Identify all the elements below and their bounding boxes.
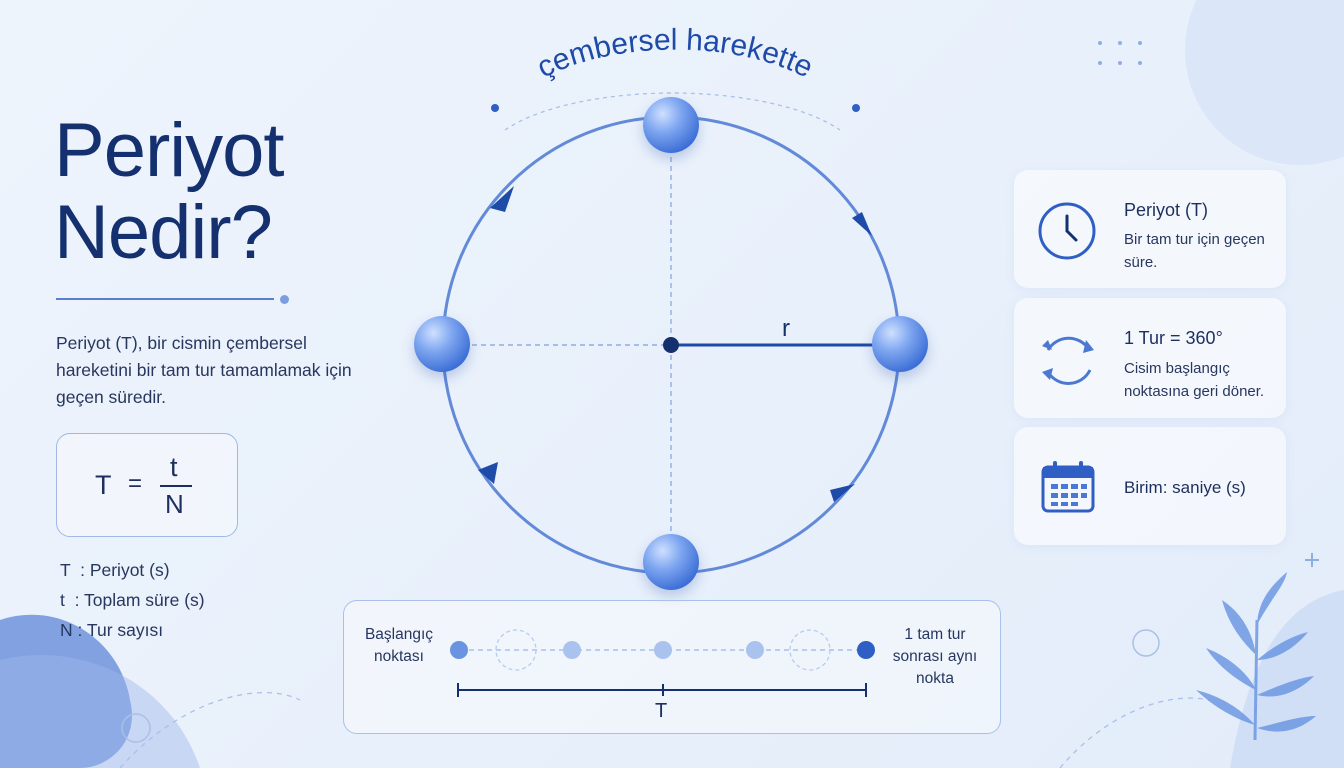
title-underline	[56, 298, 274, 300]
calendar-icon	[1041, 461, 1095, 513]
legend-text: Toplam süre (s)	[84, 590, 205, 610]
legend-symbol: t	[60, 590, 65, 610]
arc-label-underline	[504, 92, 841, 131]
leaf-icon	[1196, 572, 1316, 741]
timeline-start-label: Başlangıç noktası	[364, 626, 434, 665]
direction-arrow-upper-right	[852, 212, 872, 236]
formula-box	[56, 433, 238, 537]
period-span-label: T	[655, 700, 668, 722]
timeline-box	[343, 600, 1001, 734]
card-text: Bir tam tur için geçen süre.	[1124, 231, 1265, 271]
clock-icon	[1038, 202, 1096, 260]
deco-dashed-curve-right	[1059, 697, 1211, 768]
timeline-ghost-ring	[495, 629, 537, 671]
deco-ring	[121, 713, 151, 743]
formula-lhs: T	[95, 470, 112, 500]
timeline-point	[563, 641, 581, 659]
info-card-full-turn: 1 Tur = 360° Cisim başlangıç noktasına g…	[1014, 298, 1286, 418]
formula-equals: =	[128, 470, 143, 497]
card-title: Birim: saniye (s)	[1124, 478, 1246, 497]
legend-row-t: t : Toplam süre (s)	[60, 590, 205, 611]
legend-text: Periyot (s)	[89, 560, 170, 580]
direction-arrow-upper-left	[490, 186, 514, 212]
description-text: Periyot (T), bir cismin çembersel hareke…	[56, 333, 352, 407]
timeline-ghost-ring	[789, 629, 831, 671]
ball-left	[414, 316, 470, 372]
page-title: Periyot Nedir?	[54, 108, 285, 275]
legend-colon: :	[72, 620, 87, 640]
dot-grid	[1098, 41, 1142, 65]
formula-denominator: N	[165, 489, 184, 519]
ball-top	[643, 97, 699, 153]
direction-arrow-lower-right	[830, 484, 855, 502]
timeline-end-label: 1 tam tur sonrası aynı nokta	[892, 626, 978, 687]
legend-symbol: T	[60, 560, 71, 580]
plus-icon	[1305, 553, 1319, 567]
arc-label-dot-right	[852, 104, 860, 112]
legend-row-N: N : Tur sayısı	[60, 620, 163, 641]
legend-row-T: T : Periyot (s)	[60, 560, 170, 581]
timeline-start-point	[450, 641, 468, 659]
info-card-period: Periyot (T) Bir tam tur için geçen süre.	[1014, 170, 1286, 288]
title-line-2: Nedir?	[54, 190, 273, 275]
card-title: Periyot (T)	[1124, 200, 1209, 220]
formula-fraction-bar	[160, 485, 192, 487]
radius-label: r	[782, 315, 790, 342]
ball-bottom	[643, 534, 699, 590]
arc-label-dot-left	[491, 104, 499, 112]
info-card-unit: Birim: saniye (s)	[1014, 427, 1286, 545]
deco-dashed-curve	[119, 692, 301, 768]
bottom-left-blob	[0, 614, 132, 768]
cycle-arrows-icon	[1042, 336, 1094, 385]
title-line-1: Periyot	[54, 108, 285, 193]
legend-text: Tur sayısı	[86, 620, 164, 640]
title-underline-dot	[280, 295, 289, 304]
legend-colon: :	[70, 560, 90, 580]
card-title: 1 Tur = 360°	[1124, 328, 1223, 348]
ball-right	[872, 316, 928, 372]
legend-colon: :	[64, 590, 85, 610]
timeline-point	[654, 641, 672, 659]
deco-ring-right	[1132, 629, 1160, 657]
direction-arrow-lower-left	[478, 462, 498, 484]
timeline-end-point	[857, 641, 875, 659]
formula-numerator: t	[170, 452, 178, 482]
center-point	[663, 337, 679, 353]
top-right-blob	[1185, 0, 1344, 165]
bottom-right-blob	[1230, 590, 1344, 768]
card-text: Cisim başlangıç noktasına geri döner.	[1124, 360, 1265, 400]
timeline-point	[746, 641, 764, 659]
legend-symbol: N	[60, 620, 73, 640]
